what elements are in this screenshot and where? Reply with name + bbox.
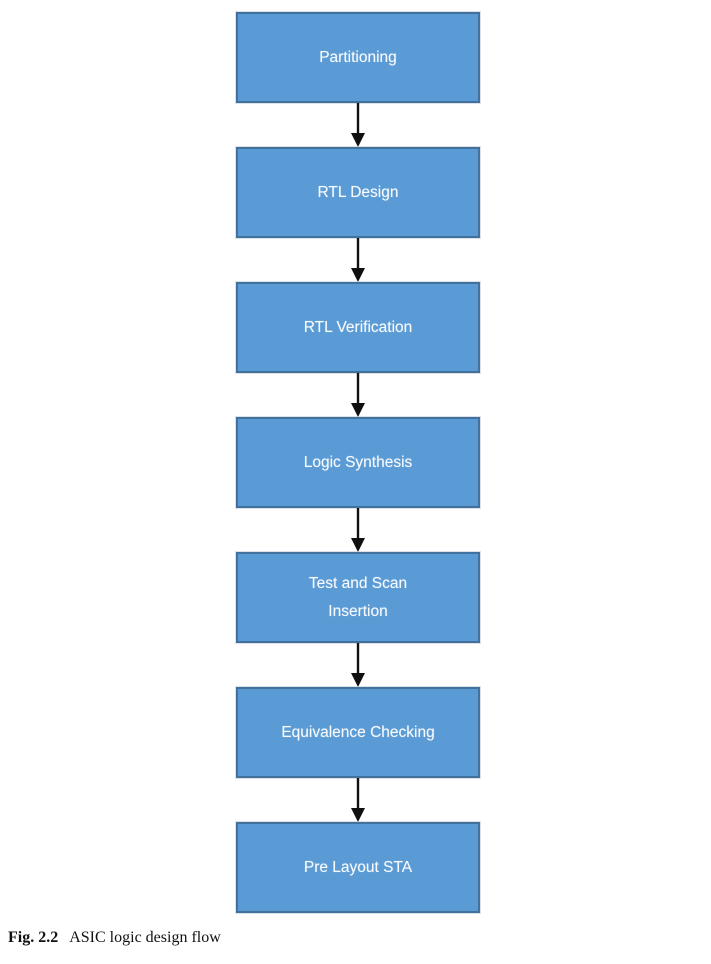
down-arrow-icon bbox=[351, 643, 365, 687]
figure-caption-label: Fig. 2.2 bbox=[8, 929, 59, 946]
flow-node-rtl-verification: RTL Verification bbox=[236, 282, 480, 373]
figure-caption-text: ASIC logic design flow bbox=[69, 929, 221, 946]
flow-node-test-scan-insertion: Test and Scan Insertion bbox=[236, 552, 480, 643]
down-arrow-icon bbox=[351, 508, 365, 552]
figure-caption: Fig. 2.2 ASIC logic design flow bbox=[8, 929, 221, 947]
flow-node-partitioning: Partitioning bbox=[236, 12, 480, 103]
node-label: Logic Synthesis bbox=[303, 453, 413, 471]
down-arrow-icon bbox=[351, 238, 365, 282]
flow-node-logic-synthesis: Logic Synthesis bbox=[236, 417, 480, 508]
down-arrow-icon bbox=[351, 373, 365, 417]
node-label: Equivalence Checking bbox=[281, 723, 435, 741]
node-label: RTL Verification bbox=[303, 318, 413, 336]
asic-design-flowchart: Partitioning RTL Design RTL Verification… bbox=[236, 12, 480, 913]
node-label: Test and Scan Insertion bbox=[308, 574, 408, 620]
flow-node-rtl-design: RTL Design bbox=[236, 147, 480, 238]
node-label: RTL Design bbox=[317, 183, 399, 201]
flow-node-equivalence-checking: Equivalence Checking bbox=[236, 687, 480, 778]
flow-node-pre-layout-sta: Pre Layout STA bbox=[236, 822, 480, 913]
down-arrow-icon bbox=[351, 778, 365, 822]
node-label: Partitioning bbox=[319, 48, 397, 66]
down-arrow-icon bbox=[351, 103, 365, 147]
node-label: Pre Layout STA bbox=[303, 858, 413, 876]
